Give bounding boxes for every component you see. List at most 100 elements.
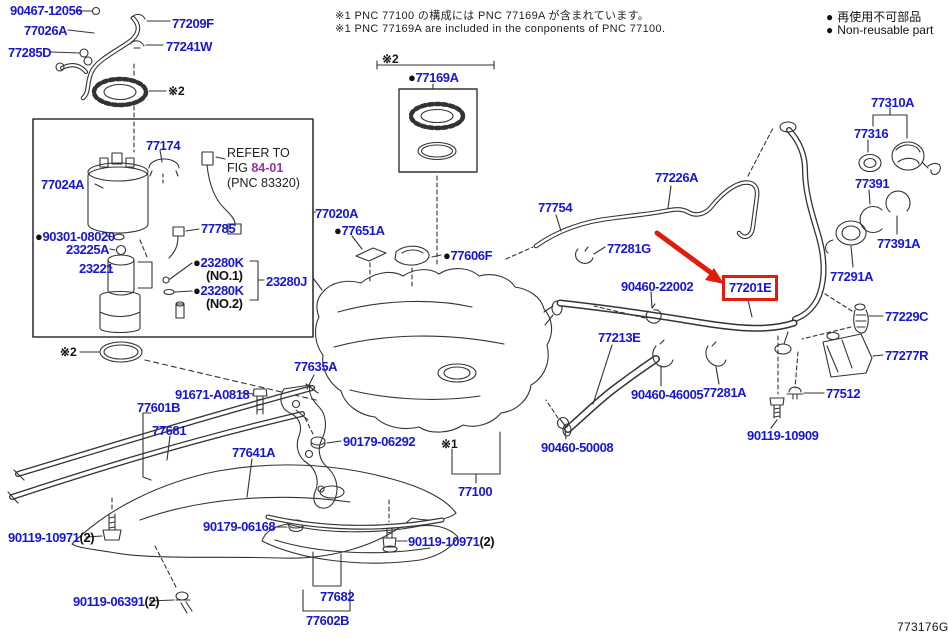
- pump-module-box: [32, 118, 317, 338]
- part-label-90119-10909: 90119-10909: [747, 428, 819, 443]
- part-label-77602b: 77602B: [306, 613, 350, 628]
- note-english: ※1 PNC 77169A are included in the conpon…: [335, 23, 666, 35]
- refer-pnc: (PNC 83320): [227, 176, 300, 190]
- part-label-77213e: 77213E: [598, 330, 641, 345]
- part-note: (NO.1): [206, 268, 243, 283]
- note-japanese: ※1 PNC 77100 の構成には PNC 77169A が含まれています。: [335, 10, 650, 22]
- part-label-77310a: 77310A: [871, 95, 915, 110]
- refer-to-note: REFER TO FIG 84-01 (PNC 83320): [227, 146, 300, 191]
- neck-fittings-drawing: [769, 291, 884, 429]
- part-label-90179-06168: 90179-06168: [203, 519, 276, 534]
- lower-shield-drawing: [261, 517, 459, 612]
- part-label-90467-12056: 90467-12056: [10, 3, 83, 18]
- pump-oring-drawing: [79, 341, 321, 402]
- part-label-77281a: 77281A: [703, 385, 747, 400]
- part-label-77174: 77174: [146, 138, 181, 153]
- part-label-77316: 77316: [854, 126, 889, 141]
- part-label-77281g: 77281G: [607, 241, 651, 256]
- part-number: 90119-06391: [73, 594, 145, 609]
- part-label-90460-46005: 90460-46005: [631, 387, 704, 402]
- legend-nonreusable-jp: ●再使用不可部品: [826, 8, 921, 25]
- bullet-icon: ●: [826, 10, 834, 24]
- figure-code: 773176G: [897, 620, 948, 634]
- breather-tube-drawing: [505, 127, 774, 264]
- part-label-23280k-no1: ●23280K(NO.1): [193, 256, 244, 282]
- part-label-90119-10971-right: 90119-10971(2): [408, 534, 495, 549]
- part-label-77024a: 77024A: [41, 177, 85, 192]
- part-number: 90119-10971: [8, 530, 80, 545]
- legend-jp-text: 再使用不可部品: [837, 10, 922, 24]
- part-label-77229c: 77229C: [885, 309, 929, 324]
- part-number: 77651A: [341, 223, 385, 238]
- nonreusable-bullet: ●: [193, 283, 201, 298]
- refer-line1: REFER TO: [227, 146, 290, 160]
- part-label-77226a: 77226A: [655, 170, 699, 185]
- part-label-77601b: 77601B: [137, 400, 181, 415]
- part-number: 77606F: [450, 248, 493, 263]
- marker-top-ring: ※2: [168, 84, 185, 98]
- filler-hose-drawing: [562, 344, 656, 437]
- part-label-91671-a0818: 91671-A0818: [175, 387, 250, 402]
- fuel-cap-group-drawing: [824, 107, 941, 268]
- lock-ring-top-drawing: [91, 63, 167, 118]
- quantity-suffix: (2): [144, 594, 160, 609]
- part-label-77651a: ●77651A: [334, 224, 385, 237]
- nonreusable-bullet: ●: [334, 223, 342, 238]
- part-label-23225a: 23225A: [66, 242, 110, 257]
- nonreusable-bullet: ●: [408, 70, 416, 85]
- part-label-90460-22002: 90460-22002: [621, 279, 694, 294]
- part-label-90179-06292: 90179-06292: [343, 434, 416, 449]
- refer-fig-word: FIG: [227, 161, 252, 175]
- part-label-23221: 23221: [79, 261, 114, 276]
- part-label-77291a: 77291A: [830, 269, 874, 284]
- highlight-box-77201e: 77201E: [722, 275, 779, 301]
- part-number: 90301-08020: [42, 229, 115, 244]
- marker-lockring-box: ※2: [382, 52, 399, 66]
- nonreusable-bullet: ●: [443, 248, 451, 263]
- marker-pump-oring: ※2: [60, 345, 77, 359]
- part-label-23280j: 23280J: [266, 274, 307, 289]
- part-number: 23280K: [200, 255, 244, 270]
- quantity-suffix: (2): [79, 530, 95, 545]
- part-label-77641a: 77641A: [232, 445, 276, 460]
- part-label-77277r: 77277R: [885, 348, 929, 363]
- highlight-arrow: [654, 230, 724, 284]
- part-label-77391a: 77391A: [877, 236, 921, 251]
- quantity-suffix: (2): [479, 534, 495, 549]
- nonreusable-bullet: ●: [35, 229, 43, 244]
- part-number: 23280K: [200, 283, 244, 298]
- part-label-77635a: 77635A: [294, 359, 338, 374]
- part-note: (NO.2): [206, 296, 243, 311]
- part-label-77391: 77391: [855, 176, 890, 191]
- lockring-kit-box: [376, 60, 495, 267]
- part-label-90119-10971-left: 90119-10971(2): [8, 530, 95, 545]
- legend-en-text: Non-reusable part: [837, 23, 934, 37]
- part-label-77512: 77512: [826, 386, 861, 401]
- tank-bands-drawing: [7, 383, 319, 504]
- support-bracket-drawing: [280, 374, 342, 509]
- part-number: 90119-10971: [408, 534, 480, 549]
- filler-pipe-drawing: [560, 121, 824, 355]
- part-label-77785: 77785: [201, 221, 236, 236]
- part-label-77169a: ●77169A: [408, 71, 459, 84]
- fig-84-01-link[interactable]: 84-01: [251, 161, 284, 175]
- part-label-23280k-no2: ●23280K(NO.2): [193, 284, 244, 310]
- part-label-77682: 77682: [320, 589, 355, 604]
- bottom-fasteners-drawing: [85, 497, 408, 614]
- legend-nonreusable-en: ●Non-reusable part: [826, 23, 933, 37]
- part-label-77754: 77754: [538, 200, 573, 215]
- part-label-77201e: 77201E: [729, 280, 772, 295]
- part-label-77606f: ●77606F: [443, 248, 493, 263]
- part-label-77209f: 77209F: [172, 16, 214, 31]
- pipe-clamps-drawing: [545, 291, 727, 440]
- part-label-77020a: 77020A: [315, 206, 359, 221]
- part-label-77285d: 77285D: [8, 45, 52, 60]
- bullet-icon: ●: [826, 23, 834, 37]
- tank-bracket-callout: [451, 431, 501, 484]
- part-number: 77169A: [415, 70, 459, 85]
- marker-tank: ※1: [441, 437, 458, 451]
- fuel-tank-drawing: [312, 212, 563, 433]
- part-label-77026a: 77026A: [24, 23, 68, 38]
